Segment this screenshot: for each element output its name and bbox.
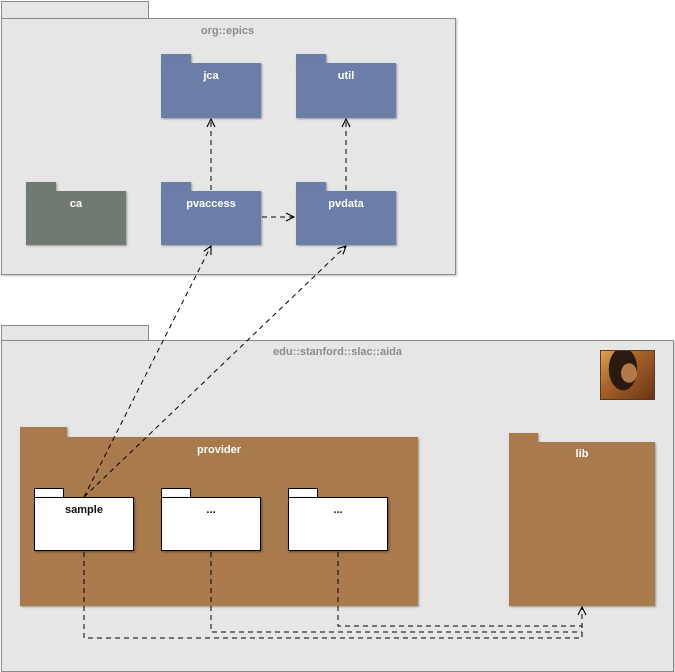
util-package[interactable] <box>296 63 396 118</box>
unnamed-package-1[interactable] <box>161 497 261 551</box>
pvdata-package[interactable] <box>296 191 396 245</box>
aida-package-name: edu::stanford::slac::aida <box>273 346 402 358</box>
ca-package-label: ca <box>69 198 83 210</box>
sample-package[interactable] <box>34 497 134 551</box>
jca-package-label: jca <box>203 70 219 82</box>
portrait-image <box>600 350 655 400</box>
org-epics-package-name: org::epics <box>200 25 255 37</box>
sample-package-label: sample <box>65 504 103 516</box>
unnamed-package-1-label: ... <box>206 504 216 516</box>
ca-package[interactable] <box>26 191 126 245</box>
provider-package-label: provider <box>196 444 241 456</box>
jca-package[interactable] <box>161 63 261 118</box>
aida-package-tab <box>1 325 149 341</box>
pvdata-package-label: pvdata <box>328 198 364 210</box>
lib-package-label: lib <box>575 448 589 460</box>
unnamed-package-2-label: ... <box>333 504 343 516</box>
pvaccess-package-label: pvaccess <box>186 198 236 210</box>
util-package-label: util <box>337 70 355 82</box>
lib-package[interactable] <box>509 442 655 606</box>
unnamed-package-2[interactable] <box>288 497 388 551</box>
pvaccess-package[interactable] <box>161 191 261 245</box>
org-epics-package-tab <box>1 1 149 19</box>
